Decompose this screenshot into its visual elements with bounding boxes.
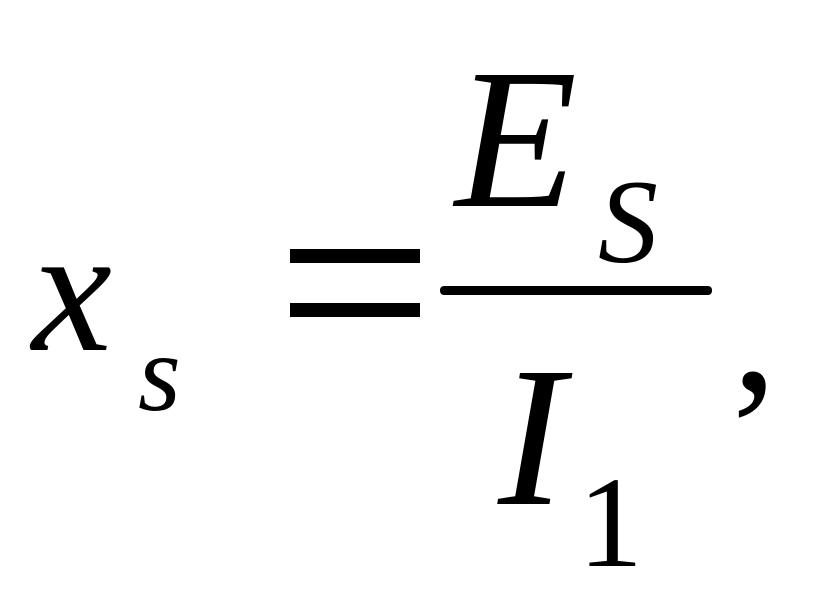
numerator-variable: E (455, 29, 578, 250)
denominator-subscript: 1 (578, 451, 643, 595)
equals-sign-bottom-bar (290, 303, 420, 317)
lhs-subscript: s (138, 312, 181, 434)
denominator-variable: I (498, 327, 565, 548)
equals-sign-top-bar (290, 249, 420, 263)
lhs-variable: x (32, 190, 112, 389)
trailing-comma: , (732, 230, 777, 429)
fraction-bar (440, 286, 712, 295)
numerator-subscript: S (598, 155, 658, 288)
